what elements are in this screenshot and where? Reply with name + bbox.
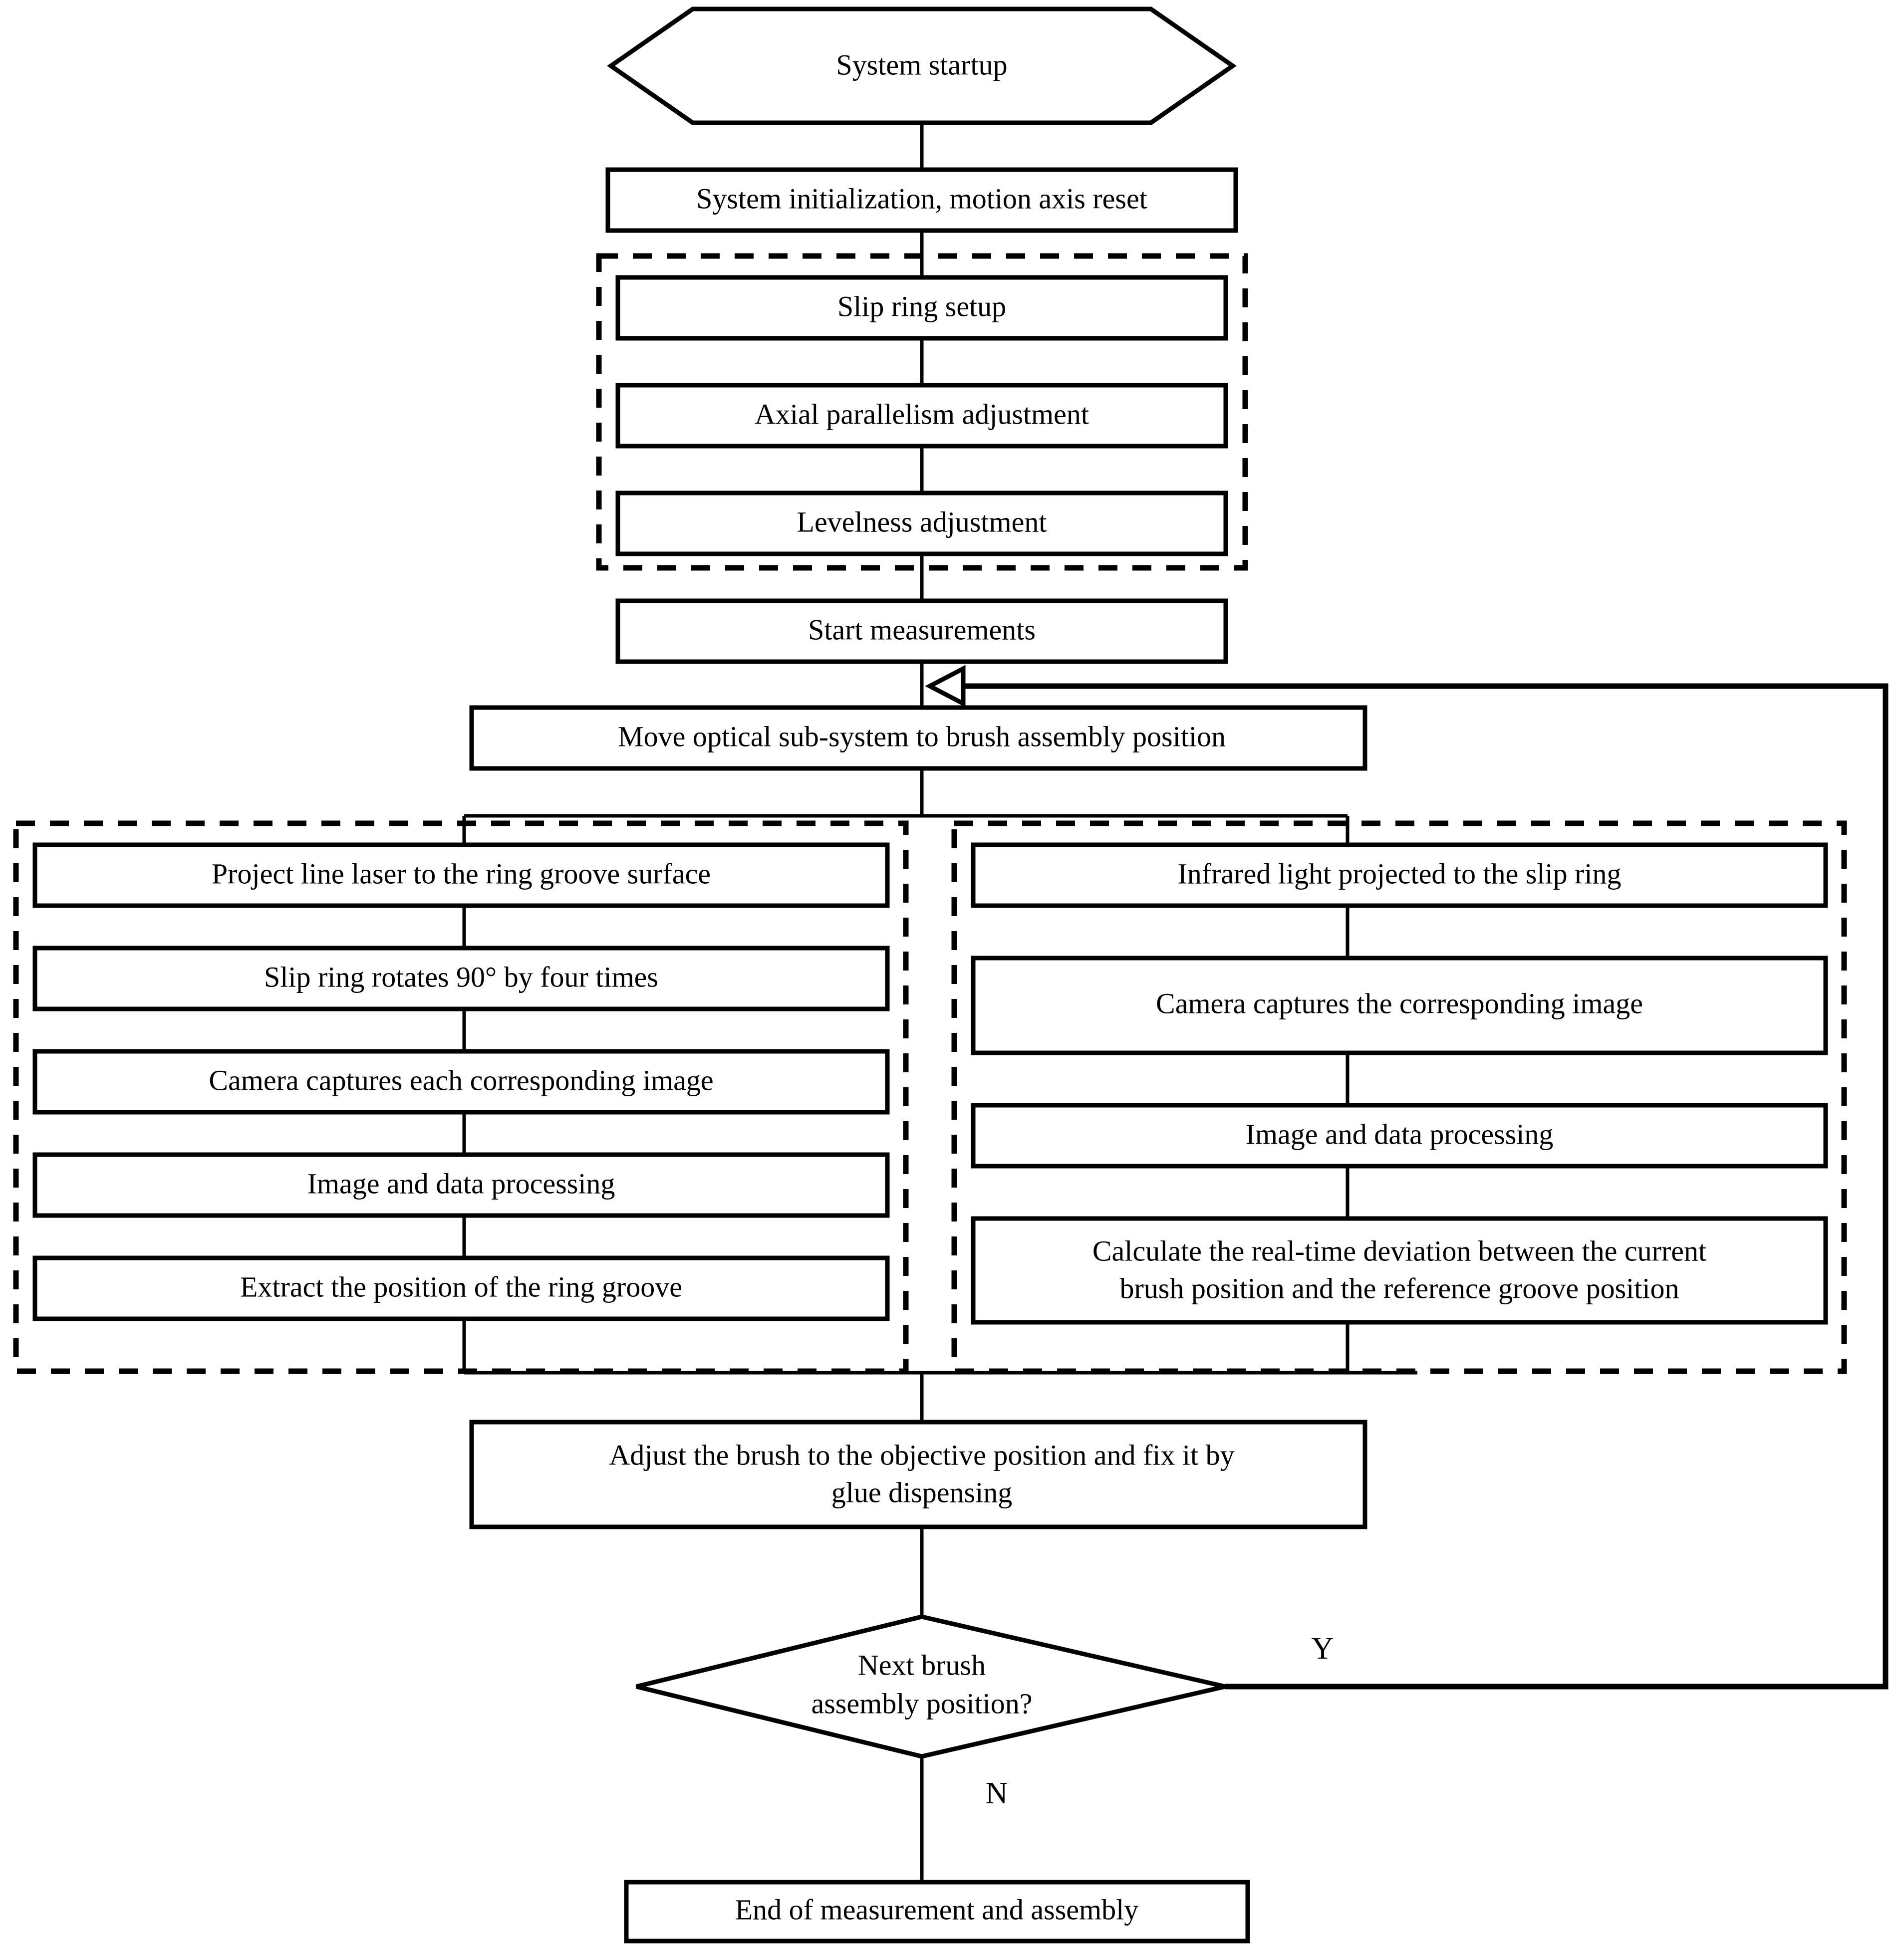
- connector-layer: [462, 123, 1889, 1882]
- node-slip-ring-rotates-label: Slip ring rotates 90° by four times: [264, 961, 658, 993]
- node-layer: System startup System initialization, mo…: [32, 6, 1828, 1944]
- node-end-measurement-assembly[interactable]: [624, 1880, 1250, 1944]
- node-calculate-deviation-line2: brush position and the reference groove …: [1119, 1272, 1679, 1304]
- group-frame-laser: [13, 820, 909, 1374]
- node-move-optical-subsystem-label: Move optical sub-system to brush assembl…: [618, 720, 1226, 752]
- node-move-optical-subsystem[interactable]: [469, 705, 1367, 771]
- edge-merge-bar: [464, 1371, 1417, 1422]
- node-start-measurements[interactable]: [615, 598, 1228, 664]
- node-slip-ring-setup[interactable]: [615, 275, 1228, 341]
- edge-loop-yes-feedback: [938, 683, 1889, 1690]
- node-next-brush-decision-line1: Next brush: [858, 1649, 986, 1681]
- node-levelness-adjustment-label: Levelness adjustment: [797, 505, 1047, 538]
- node-project-line-laser-label: Project line laser to the ring groove su…: [212, 857, 711, 890]
- node-adjust-brush-glue-line2: glue dispensing: [831, 1476, 1012, 1508]
- node-system-initialization[interactable]: [605, 167, 1238, 233]
- node-axial-parallelism-adjustment[interactable]: [615, 383, 1228, 449]
- node-infrared-light-projected[interactable]: [971, 842, 1828, 908]
- node-next-brush-decision-line2: assembly position?: [811, 1687, 1032, 1719]
- group-frame-setup: [596, 253, 1248, 571]
- node-camera-captures-the-label: Camera captures the corresponding image: [1156, 987, 1643, 1019]
- node-adjust-brush-glue-line1: Adjust the brush to the objective positi…: [609, 1439, 1234, 1471]
- node-camera-captures-each-label: Camera captures each corresponding image: [209, 1064, 713, 1096]
- node-system-initialization-label: System initialization, motion axis reset: [696, 182, 1147, 215]
- arrowhead-loop-feedback: [925, 665, 966, 708]
- node-start-measurements-label: Start measurements: [808, 613, 1036, 646]
- node-system-startup-label: System startup: [836, 48, 1007, 81]
- node-project-line-laser[interactable]: [32, 842, 890, 908]
- node-system-startup[interactable]: [607, 6, 1237, 125]
- node-axial-parallelism-adjustment-label: Axial parallelism adjustment: [755, 398, 1089, 430]
- node-image-data-processing-left-label: Image and data processing: [307, 1167, 615, 1200]
- node-slip-ring-rotates[interactable]: [32, 946, 890, 1011]
- node-end-measurement-assembly-label: End of measurement and assembly: [735, 1893, 1139, 1926]
- edge-label-no: N: [986, 1776, 1008, 1810]
- group-frames-layer: [13, 253, 1847, 1374]
- node-extract-ring-groove-position-label: Extract the position of the ring groove: [240, 1270, 682, 1303]
- node-extract-ring-groove-position[interactable]: [32, 1255, 890, 1321]
- node-camera-captures-each[interactable]: [32, 1049, 890, 1115]
- edge-label-layer: Y N: [986, 1632, 1334, 1810]
- edge-moveoptical-split-bar: [464, 768, 1348, 818]
- node-adjust-brush-glue[interactable]: [469, 1420, 1367, 1529]
- node-slip-ring-setup-label: Slip ring setup: [837, 290, 1006, 322]
- node-next-brush-decision[interactable]: [635, 1614, 1226, 1759]
- node-image-data-processing-left[interactable]: [32, 1152, 890, 1218]
- node-calculate-deviation[interactable]: [971, 1216, 1828, 1325]
- node-camera-captures-the[interactable]: [971, 956, 1828, 1055]
- edge-label-yes: Y: [1312, 1632, 1334, 1666]
- node-levelness-adjustment[interactable]: [615, 490, 1228, 556]
- node-calculate-deviation-line1: Calculate the real-time deviation betwee…: [1092, 1234, 1706, 1267]
- group-frame-infrared: [951, 820, 1847, 1374]
- node-image-data-processing-right[interactable]: [971, 1103, 1828, 1169]
- node-image-data-processing-right-label: Image and data processing: [1246, 1118, 1554, 1150]
- node-infrared-light-projected-label: Infrared light projected to the slip rin…: [1177, 857, 1621, 890]
